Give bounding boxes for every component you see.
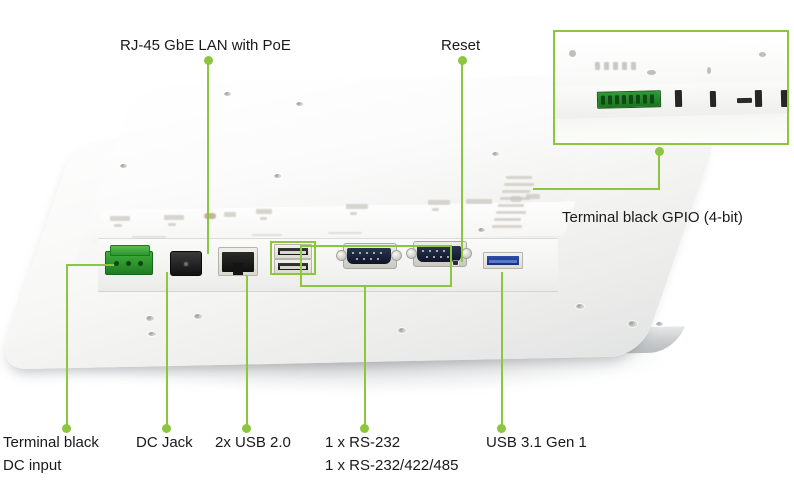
leader-line-dc-jack (166, 272, 168, 427)
terminal-block-gpio-inset (553, 30, 789, 145)
highlight-serial-ports (300, 245, 452, 287)
leader-line-usb3 (501, 272, 503, 427)
silkscreen-mark (164, 215, 184, 220)
dc-jack[interactable] (170, 251, 202, 276)
screw-hole (296, 102, 303, 106)
inset-port-dash (736, 97, 753, 104)
leader-dot-gpio (655, 147, 664, 156)
label-serial-line2: 1 x RS-232/422/485 (325, 457, 459, 474)
device-photo (0, 70, 720, 398)
leader-dot-dc-jack (162, 424, 171, 433)
leader-line-gpio-h (533, 188, 660, 190)
usb-2-0-port-upper[interactable] (274, 244, 312, 259)
leader-line-reset (461, 62, 463, 262)
silkscreen-mark (114, 224, 122, 227)
label-usb3: USB 3.1 Gen 1 (486, 434, 587, 451)
label-gpio: Terminal black GPIO (4-bit) (562, 209, 743, 226)
leader-line-dc-term-h (66, 264, 114, 266)
silkscreen-mark (350, 212, 357, 215)
leader-line-serial (364, 287, 366, 427)
leader-dot-usb3 (497, 424, 506, 433)
leader-dot-usb2 (242, 424, 251, 433)
leader-dot-serial (360, 424, 369, 433)
reset-pinhole[interactable] (453, 261, 458, 265)
silkscreen-rule (252, 234, 282, 236)
screw-hole (148, 332, 156, 336)
leader-line-dc-term-v (66, 264, 68, 427)
screw-hole (146, 316, 154, 321)
silkscreen-mark (428, 200, 450, 205)
label-terminal-dc-input-line1: Terminal black (3, 434, 99, 451)
silkscreen-mark (168, 223, 176, 226)
leader-line-usb2 (246, 275, 248, 427)
silkscreen-mark (110, 216, 130, 221)
label-dc-jack: DC Jack (136, 434, 193, 451)
screw-hole (492, 152, 499, 156)
silkscreen-rule (328, 232, 362, 234)
leader-line-gpio-v (658, 152, 660, 190)
inset-port-slot (780, 89, 787, 108)
highlight-usb-2-0 (270, 241, 316, 275)
inset-terminal-block (596, 90, 662, 109)
rj45-lan-port[interactable] (218, 247, 258, 276)
inset-port-slot (674, 89, 683, 108)
label-usb2: 2x USB 2.0 (215, 434, 291, 451)
usb-3-1-gen-1-port[interactable] (483, 252, 523, 269)
silkscreen-mark (466, 199, 492, 204)
leader-dot-lan (204, 56, 213, 65)
silkscreen-rule (132, 236, 166, 238)
label-serial-line1: 1 x RS-232 (325, 434, 401, 451)
leader-line-lan (207, 62, 209, 254)
screw-hole (628, 321, 637, 327)
silkscreen-mark (432, 208, 439, 211)
screw-hole (120, 164, 127, 168)
label-terminal-dc-input-line2: DC input (3, 457, 62, 474)
screw-hole (274, 174, 281, 178)
label-reset: Reset (441, 37, 481, 54)
screw-hole (398, 328, 406, 333)
silkscreen-mark (260, 217, 267, 220)
inset-port-slot (709, 90, 717, 108)
screw-hole (576, 304, 584, 309)
silkscreen-mark (526, 194, 540, 199)
silkscreen-mark (346, 204, 368, 209)
silkscreen-mark (256, 209, 272, 214)
inset-port-slot (754, 89, 763, 108)
screw-hole (656, 322, 663, 326)
leader-dot-reset (458, 56, 467, 65)
leader-dot-dc-term (62, 424, 71, 433)
serial-port-1[interactable] (336, 238, 402, 272)
silkscreen-mark (224, 212, 236, 217)
label-lan: RJ-45 GbE LAN with PoE (120, 37, 291, 54)
screw-hole (194, 314, 202, 319)
screw-hole (224, 92, 231, 96)
silkscreen-mark (204, 213, 216, 219)
terminal-block-dc-input[interactable] (105, 245, 153, 275)
screw-hole (478, 228, 485, 232)
